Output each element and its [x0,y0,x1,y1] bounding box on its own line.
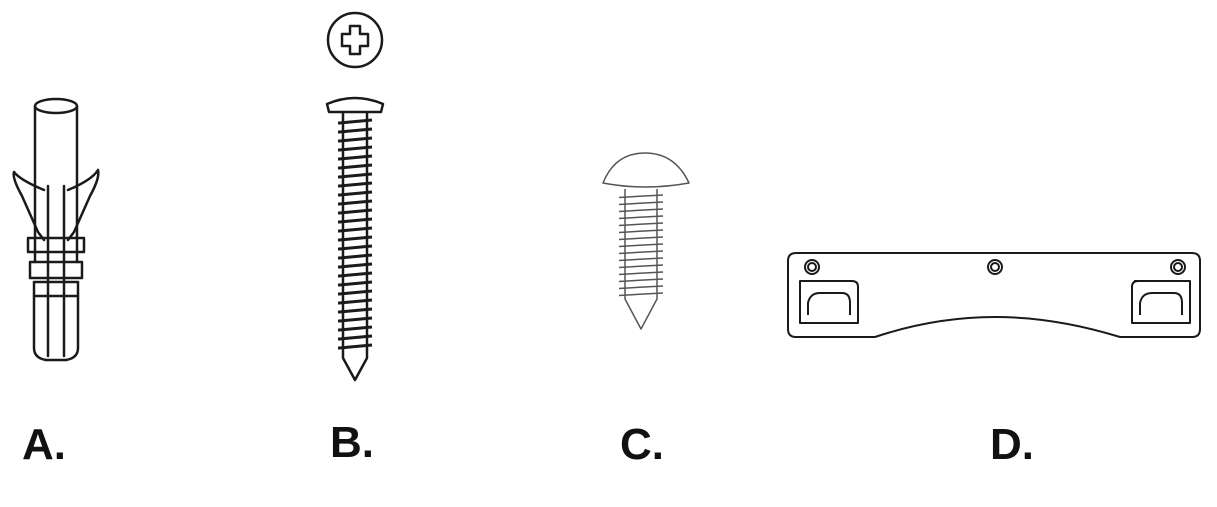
thread-line [337,136,373,143]
thread-line [337,118,373,125]
thread-line [618,243,664,248]
thread-line [337,172,373,179]
thread-line [337,145,373,152]
thread-line [618,236,664,241]
thread-line [618,292,664,297]
thread-line [337,280,373,287]
thread-line [337,334,373,341]
part-label-c: C. [620,420,664,469]
thread-line [618,250,664,255]
wall-mount-bracket-icon [787,252,1201,338]
thread-line [337,289,373,296]
short-truss-head-screw-icon [602,152,690,330]
thread-line [337,343,373,350]
thread-line [337,217,373,224]
thread-line [337,244,373,251]
thread-line [337,199,373,206]
thread-line [337,190,373,197]
thread-line [618,257,664,262]
thread-line [618,201,664,206]
thread-line [337,163,373,170]
thread-line [618,208,664,213]
thread-line [337,208,373,215]
thread-line [618,264,664,269]
thread-line [337,235,373,242]
thread-line [337,226,373,233]
thread-line [337,262,373,269]
part-label-b: B. [330,418,374,467]
part-label-a: A. [22,420,66,469]
thread-line [618,215,664,220]
thread-line [618,194,664,199]
thread-line [337,316,373,323]
wall-anchor-plug-icon [12,97,100,362]
thread-line [337,298,373,305]
thread-line [337,127,373,134]
thread-line [618,285,664,290]
thread-line [337,253,373,260]
long-phillips-screw-icon [325,11,385,382]
thread-line [618,278,664,283]
thread-line [618,229,664,234]
thread-line [618,222,664,227]
thread-line [337,307,373,314]
thread-line [337,154,373,161]
thread-line [337,181,373,188]
thread-line [337,325,373,332]
thread-line [337,271,373,278]
part-label-d: D. [990,420,1034,469]
thread-line [618,271,664,276]
